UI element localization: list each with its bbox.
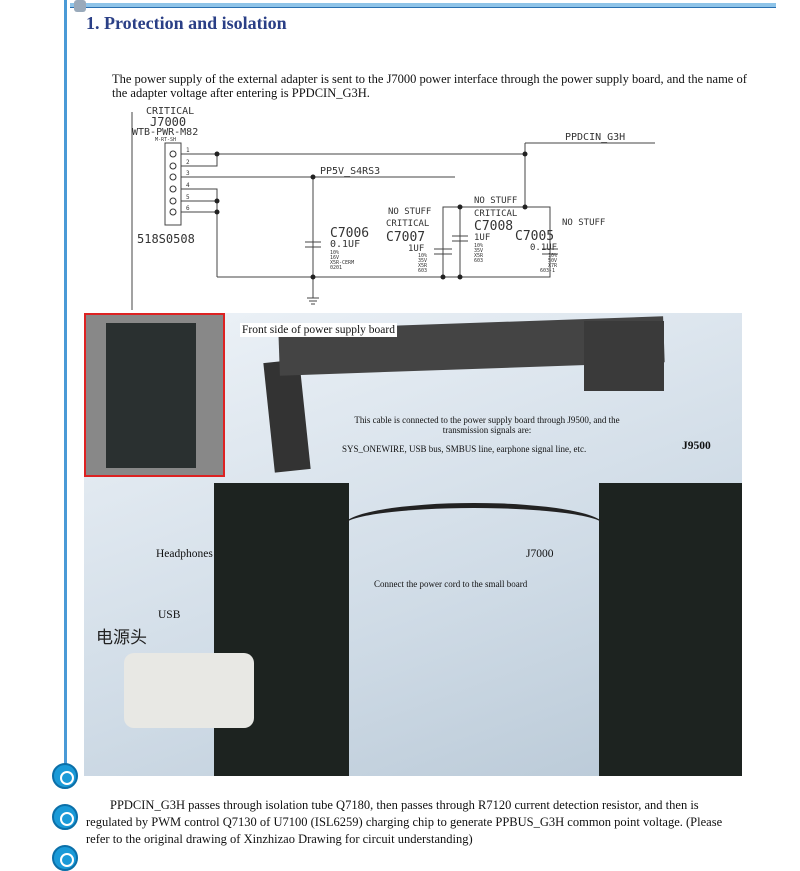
svg-text:NO STUFF: NO STUFF bbox=[474, 196, 517, 206]
svg-text:10%: 10% bbox=[330, 250, 339, 256]
spiral-ornament-icon bbox=[52, 763, 78, 789]
explanation-paragraph: PPDCIN_G3H passes through isolation tube… bbox=[86, 798, 723, 846]
cable-note: This cable is connected to the power sup… bbox=[354, 415, 620, 435]
j9500-label: J9500 bbox=[682, 440, 711, 452]
svg-text:35V: 35V bbox=[474, 248, 483, 254]
svg-text:16V: 16V bbox=[330, 255, 339, 261]
flex-cable bbox=[263, 359, 311, 473]
margin-rule bbox=[64, 0, 67, 780]
signals-note: SYS_ONEWIRE, USB bus, SMBUS line, earpho… bbox=[342, 444, 587, 454]
svg-text:518S0508: 518S0508 bbox=[137, 232, 195, 246]
front-side-label: Front side of power supply board bbox=[240, 323, 397, 337]
usb-label: USB bbox=[158, 609, 181, 621]
header-rule bbox=[70, 3, 776, 8]
svg-text:1UF: 1UF bbox=[474, 233, 490, 243]
svg-text:0.1UF: 0.1UF bbox=[530, 243, 557, 253]
svg-text:2: 2 bbox=[186, 159, 190, 166]
svg-text:603: 603 bbox=[474, 258, 483, 264]
svg-text:5: 5 bbox=[186, 194, 190, 201]
svg-text:PPDCIN_G3H: PPDCIN_G3H bbox=[565, 132, 625, 143]
svg-text:4: 4 bbox=[186, 182, 190, 189]
schematic-diagram: CRITICAL J7000 WTB-PWR-M82 M-RT-SH 1 2 3… bbox=[131, 106, 655, 310]
svg-text:PP5V_S4RS3: PP5V_S4RS3 bbox=[320, 166, 380, 177]
svg-text:NO STUFF: NO STUFF bbox=[388, 207, 431, 217]
svg-text:10%: 10% bbox=[474, 243, 483, 249]
power-head-label: 电源头 bbox=[96, 628, 147, 648]
section-heading: 1. Protection and isolation bbox=[86, 13, 287, 33]
svg-text:603: 603 bbox=[418, 268, 427, 274]
svg-text:50V: 50V bbox=[548, 258, 557, 264]
svg-text:35V: 35V bbox=[418, 258, 427, 264]
svg-text:10%: 10% bbox=[418, 253, 427, 259]
svg-text:CRITICAL: CRITICAL bbox=[474, 209, 517, 219]
spiral-ornament-icon bbox=[52, 804, 78, 830]
svg-text:CRITICAL: CRITICAL bbox=[386, 219, 429, 229]
svg-text:0201: 0201 bbox=[330, 265, 342, 271]
connect-note: Connect the power cord to the small boar… bbox=[374, 579, 528, 589]
logic-board bbox=[599, 483, 742, 776]
headphones-label: Headphones bbox=[156, 548, 213, 560]
svg-text:C7007: C7007 bbox=[386, 230, 425, 245]
svg-text:X7R: X7R bbox=[548, 263, 558, 269]
svg-text:0.1UF: 0.1UF bbox=[330, 239, 360, 250]
svg-text:603-1: 603-1 bbox=[540, 268, 555, 274]
svg-text:1: 1 bbox=[186, 147, 190, 154]
svg-text:M-RT-SH: M-RT-SH bbox=[155, 137, 176, 143]
svg-text:1UF: 1UF bbox=[408, 244, 424, 254]
power-board bbox=[214, 483, 349, 776]
svg-text:3: 3 bbox=[186, 170, 190, 177]
svg-text:WTB-PWR-M82: WTB-PWR-M82 bbox=[132, 127, 198, 138]
spiral-ornament-icon bbox=[52, 845, 78, 871]
svg-text:CRITICAL: CRITICAL bbox=[146, 106, 194, 117]
svg-text:X5R: X5R bbox=[474, 253, 484, 259]
j7000-label: J7000 bbox=[526, 548, 554, 560]
svg-text:X5R-CERM: X5R-CERM bbox=[330, 260, 354, 266]
svg-text:C7008: C7008 bbox=[474, 219, 513, 234]
intro-paragraph: The power supply of the external adapter… bbox=[112, 72, 747, 100]
svg-text:X5R: X5R bbox=[418, 263, 428, 269]
svg-text:10%: 10% bbox=[548, 253, 557, 259]
board-photo: Front side of power supply board This ca… bbox=[84, 313, 742, 776]
header-ornament-icon bbox=[74, 0, 86, 12]
magsafe-plug bbox=[124, 653, 254, 728]
inset-photo bbox=[84, 313, 225, 477]
svg-text:C7005: C7005 bbox=[515, 229, 554, 244]
svg-text:J7000: J7000 bbox=[150, 115, 186, 129]
svg-text:6: 6 bbox=[186, 205, 190, 212]
svg-text:NO STUFF: NO STUFF bbox=[562, 218, 605, 228]
svg-text:C7006: C7006 bbox=[330, 226, 369, 241]
